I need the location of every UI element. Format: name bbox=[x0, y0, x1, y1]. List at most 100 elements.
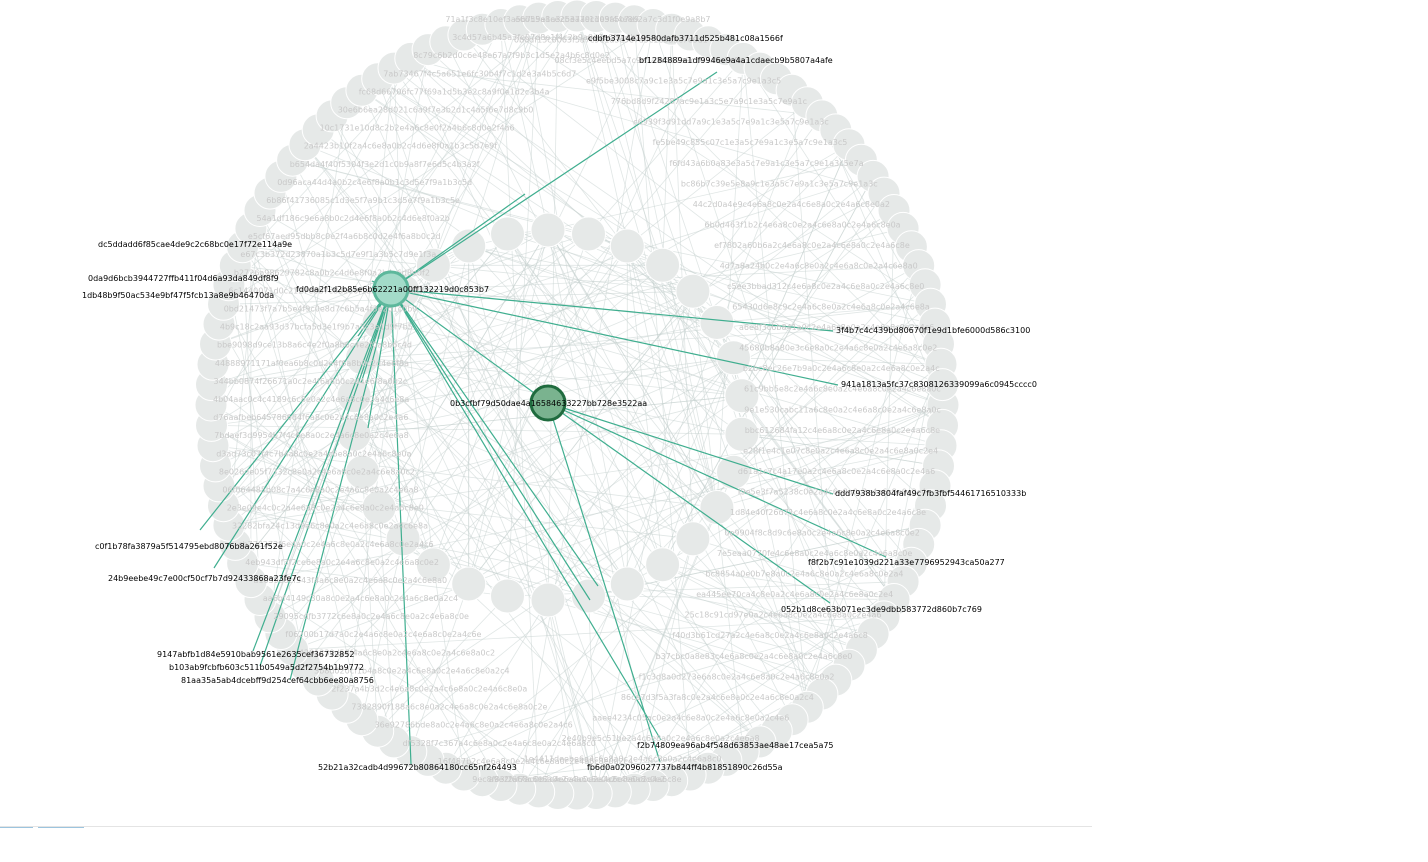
graph-edge bbox=[500, 24, 549, 231]
faint-node-label: d61a1c7c4a17e0a2c4e6a8c0e2a4c6e8a0c2e4a6 bbox=[738, 467, 935, 476]
graph-edge bbox=[741, 395, 895, 600]
graph-edge bbox=[433, 17, 540, 266]
graph-node[interactable] bbox=[361, 490, 397, 525]
graph-edge bbox=[626, 245, 718, 508]
highlighted-node-label[interactable]: cdbfb3714e19580dafb3711d525b481c08a1566f bbox=[588, 34, 783, 43]
graph-node[interactable] bbox=[675, 273, 711, 309]
scroll-indicator-left bbox=[0, 827, 33, 828]
graph-edge bbox=[223, 505, 874, 634]
highlighted-edge bbox=[547, 402, 834, 495]
graph-edge bbox=[463, 34, 944, 406]
graph-edge bbox=[547, 599, 578, 795]
graph-edge bbox=[662, 357, 734, 565]
graph-edge bbox=[331, 115, 709, 769]
graph-node[interactable] bbox=[699, 490, 735, 525]
graph-node[interactable] bbox=[645, 547, 681, 583]
graph-node[interactable] bbox=[385, 521, 421, 557]
graph-node[interactable] bbox=[415, 247, 451, 283]
graph-edge bbox=[210, 15, 578, 406]
faint-node-label: 71a1f3c8e10ef3a5b7c9e1a3c5e7a9c1e3a5c7e9 bbox=[445, 15, 639, 24]
graph-edge bbox=[614, 538, 694, 793]
faint-node-label: f9e5e3f7a5238c0e2a4c6e8a0c2e4a6c8e0a2c4e bbox=[738, 487, 932, 496]
faint-node-label: 2f237a4b3d2c4e6a8c0e2a4c6e8a0c2e4a6c8e0a bbox=[331, 685, 527, 694]
graph-node[interactable] bbox=[675, 521, 711, 557]
graph-node[interactable] bbox=[645, 247, 681, 283]
faint-node-label: 9ec8f83f2a68c6e8a0c2e4a6c8e0a2c4e6a8c0e2 bbox=[472, 775, 665, 784]
faint-node-label: 7382890f188a6c8e0a2c4e6a8c0e2a4c6e8a0c2e bbox=[351, 703, 547, 712]
faint-node-label: 1d84e40f26d71c4e6a8c0e2a4c6e8a0c2e4a6c8e bbox=[730, 508, 926, 517]
graph-node[interactable] bbox=[490, 578, 525, 614]
graph-edge bbox=[662, 564, 761, 743]
highlighted-node-label[interactable]: fb6d0a02096027737b844ff4b81851890c26d55a bbox=[587, 763, 783, 772]
graph-node[interactable] bbox=[609, 566, 645, 602]
selected-center-node[interactable]: 0b3cfbf79d50dae4a16584633227bb728e3522aa bbox=[450, 384, 647, 422]
highlighted-node-label[interactable]: c0f1b78fa3879a5f514795ebd8076b8a261f52e bbox=[95, 542, 283, 551]
faint-node-label: b2bc8ec26e7b9a0c2e4a6c8e0a2c4e6a8c0e2a4c bbox=[743, 364, 940, 373]
faint-node-label: 776bd8d9f24287ac9e1a3c5e7a9c1e3a5c7e9a1c bbox=[611, 97, 807, 106]
faint-node-label: 0b0df13c0063f5a7c9e1a3c5e7a9c1e3a5c7e9a1 bbox=[514, 36, 708, 45]
graph-node[interactable] bbox=[571, 578, 606, 614]
faint-node-label: b654da4f40f5304f3e2d1c0b9a8f7e6d5c4b3a2f bbox=[290, 160, 480, 169]
graph-edge bbox=[250, 228, 363, 720]
graph-edge bbox=[519, 24, 654, 790]
graph-node[interactable] bbox=[716, 454, 751, 490]
highlighted-node-label[interactable]: 24b9eebe49c7e00cf50cf7b7d92433868a23fe7c bbox=[108, 574, 301, 583]
graph-node[interactable] bbox=[571, 216, 606, 252]
faint-node-label: 4b9c18c2aa93d37bcfa5d3e1f9b7a5c3e1d9f7b5 bbox=[220, 323, 413, 332]
highlighted-node-label[interactable]: f8f2b7c91e1039d221a33e7796952943ca50a277 bbox=[808, 558, 1005, 567]
graph-node[interactable] bbox=[609, 228, 645, 264]
graph-node[interactable] bbox=[699, 305, 735, 340]
highlighted-edge bbox=[199, 288, 392, 531]
faint-node-label: 86ca7d3f5a3fa8c0e2a4c6e8a0c2e4a6c8e0a2c4 bbox=[621, 693, 814, 702]
faint-node-label: aa6bf4149c30a8c0e2a4c6e8a0c2e4a6c8e0a2c4 bbox=[263, 594, 458, 603]
graph-edge bbox=[378, 322, 508, 597]
highlighted-node-label[interactable]: ddd7938b3804faf49c7fb3fbf54461716510333b bbox=[835, 489, 1026, 498]
hub-node[interactable]: fd0da2f1d2b85e6b62221a00ff132219d0c853b7 bbox=[296, 270, 489, 308]
graph-node[interactable] bbox=[724, 378, 760, 414]
graph-node[interactable] bbox=[724, 416, 760, 452]
graph-node[interactable] bbox=[530, 582, 566, 618]
highlighted-node-label[interactable]: 3f4b7c4c439bd80670f1e9d1bfe6000d586c3100 bbox=[836, 326, 1030, 335]
graph-node[interactable] bbox=[451, 566, 487, 602]
highlighted-edge bbox=[367, 288, 392, 429]
faint-node-label: 08cf3e5c4eebd5a7c9e1a3c5e7a9c1e3a5c7e9a3 bbox=[554, 56, 749, 65]
graph-edge bbox=[410, 616, 885, 752]
graph-edge bbox=[353, 290, 694, 435]
graph-edge bbox=[304, 144, 944, 406]
highlighted-node-label[interactable]: f2b74809ea96ab4f548d63853ae48ae17cea5a75 bbox=[637, 741, 834, 750]
faint-node-label: a6e8f3c6b841a0c2e4a6c8e0a2c4e6a8c0e2a4c6 bbox=[739, 323, 934, 332]
highlighted-edge bbox=[390, 288, 834, 332]
highlighted-node-label[interactable]: 052b1d8ce63b071ec3de9dbb583772d860b7c769 bbox=[781, 605, 982, 614]
graph-edge bbox=[353, 433, 823, 695]
graph-edge bbox=[883, 210, 895, 617]
graph-edge bbox=[627, 102, 808, 247]
faint-node-label: bc86b7c39e5e8a9c1e3a5c7e9a1c3e5a7c9e1a3c bbox=[681, 179, 878, 188]
faint-node-label: c5ee3bbad312c4e6a8c0e2a4c6e8a0c2e4a6c8e0 bbox=[727, 282, 924, 291]
graph-node[interactable] bbox=[926, 368, 959, 402]
faint-node-label: 29095cdfb3772c6e8a0c2e4a6c8e0a2c4e6a8c0e bbox=[273, 612, 469, 621]
highlighted-node-label[interactable]: 81aa35a5ab4dcebff9d254cef64cbb6ee80a8756 bbox=[181, 676, 374, 685]
graph-node[interactable] bbox=[415, 547, 451, 583]
scroll-indicator-right bbox=[38, 827, 84, 828]
graph-node[interactable] bbox=[530, 212, 566, 248]
graph-node[interactable] bbox=[716, 340, 751, 376]
graph-node[interactable] bbox=[336, 416, 372, 452]
highlighted-node-label[interactable]: b103ab9fcbfb603c511b0549a5d2f2754b1b9772 bbox=[169, 663, 364, 672]
highlighted-node-label[interactable]: 0da9d6bcb3944727ffb411f04d6a93da849df8f9 bbox=[88, 274, 279, 283]
highlighted-node-label[interactable]: 941a1813a5fc37c8308126339099a6c0945cccc0 bbox=[841, 380, 1037, 389]
highlighted-node-label[interactable]: 52b21a32cadb4d99672b80864180cc65nf264493 bbox=[318, 763, 517, 772]
graph-edge bbox=[547, 599, 836, 681]
highlighted-node-label[interactable]: 1db48b9f50ac534e9bf47f5fcb13a8e9b46470da bbox=[82, 291, 274, 300]
faint-node-label: b37cbc0a8e83c4e6a8c0e2a4c6e8a0c2e4a6c8e0 bbox=[656, 652, 853, 661]
graph-edge bbox=[292, 160, 635, 790]
highlighted-node-label[interactable]: dc5ddadd6f85cae4de9c2c68bc0e17f72e114a9e bbox=[98, 240, 292, 249]
graph-node[interactable] bbox=[490, 216, 525, 252]
highlighted-node-label[interactable]: bf1284889a1df9946e9a4a1cdaecb9b5807a4afe bbox=[639, 56, 833, 65]
faint-node-label: 30e6b6ea28d021c6a9f7e3b2d1c4a5f6e7d8c9b0 bbox=[338, 106, 534, 115]
graph-edge bbox=[212, 445, 717, 508]
graph-node[interactable] bbox=[345, 454, 380, 490]
graph-edge bbox=[433, 229, 549, 565]
highlighted-node-label[interactable]: 9147abfb1d84e5910bab9561e2635cef36732852 bbox=[157, 650, 354, 659]
faint-node-label: 7ab73467f4c5a651e6fc30b4f7c1d2e3a4b5c6d7 bbox=[383, 69, 576, 78]
